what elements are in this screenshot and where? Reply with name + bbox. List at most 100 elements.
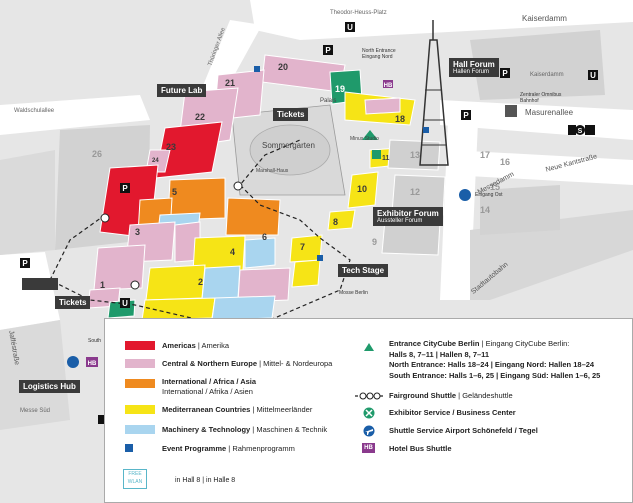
svg-text:12: 12 — [410, 187, 420, 197]
svg-text:4: 4 — [230, 247, 235, 257]
legend-swatch-central-europe — [125, 359, 155, 368]
svg-text:2: 2 — [198, 277, 203, 287]
legend-mediterranean: Mediterranean Countries | Mittelmeerländ… — [162, 405, 313, 414]
logistics-hub-tag: Logistics Hub — [19, 380, 80, 393]
svg-text:1: 1 — [100, 280, 105, 290]
street-kaiserdamm: Kaiserdamm — [522, 14, 567, 23]
legend-exhibitor-service: Exhibitor Service / Business Center — [389, 408, 516, 417]
event-programme-marker — [254, 66, 260, 72]
svg-text:19: 19 — [335, 84, 345, 94]
entrance-arrow-legend-icon — [363, 341, 375, 355]
parking-icon: P — [120, 183, 130, 193]
svg-text:HB: HB — [88, 361, 97, 367]
svg-text:10: 10 — [357, 184, 367, 194]
svg-text:9: 9 — [372, 237, 377, 247]
svg-text:U: U — [347, 23, 353, 32]
svg-text:P: P — [463, 111, 469, 120]
street-theodor-heuss: Theodor-Heuss-Platz — [330, 10, 387, 16]
svg-text:11: 11 — [382, 155, 390, 162]
svg-text:HB: HB — [384, 83, 393, 89]
legend-central-europe: Central & Northern Europe | Mittel- & No… — [162, 359, 333, 368]
hotel-bus-shuttle-legend-icon: HB — [362, 443, 375, 453]
wlan-icon: FREE WLAN — [123, 469, 147, 489]
exhibitor-forum-title: Exhibitor Forum — [377, 209, 439, 218]
entrance-arrow-icon — [362, 130, 378, 140]
svg-text:S: S — [578, 128, 583, 135]
hall-forum-tag: Hall Forum Hallen Forum — [449, 58, 499, 77]
east-entrance-label: Eingang Ost — [475, 192, 503, 198]
exhibitor-service-icon — [372, 150, 381, 159]
svg-text:26: 26 — [92, 149, 102, 159]
parking-icon: P — [461, 110, 471, 120]
event-programme-marker — [423, 127, 429, 133]
ubahn-icon: U — [345, 22, 355, 32]
exhibitor-forum-subtitle: Aussteller Forum — [377, 218, 423, 224]
airport-shuttle-icon — [459, 189, 471, 201]
zentraler-omnibus-label: Zentraler Omnibus Bahnhof — [520, 92, 562, 104]
hall-forum-title: Hall Forum — [453, 60, 495, 69]
entrance-arrow-icon — [110, 306, 126, 316]
svg-text:23: 23 — [166, 142, 176, 152]
parking-icon: P — [500, 68, 510, 78]
bus-station-icon — [505, 105, 517, 117]
tickets-tag-top: Tickets — [273, 108, 309, 121]
palais-label: Palais — [320, 98, 337, 104]
station-messe-sued: Messe Süd — [20, 408, 51, 414]
parking-icon: P — [20, 258, 30, 268]
legend-airport-shuttle: Shuttle Service Airport Schönefeld / Teg… — [389, 426, 538, 435]
svg-text:P: P — [325, 46, 331, 55]
exhibitor-forum-tag: Exhibitor Forum Aussteller Forum — [373, 207, 443, 226]
parking-icon: P — [323, 45, 333, 55]
svg-text:21: 21 — [225, 78, 235, 88]
fairground-shuttle-route — [49, 139, 351, 321]
legend-swatch-international — [125, 379, 155, 388]
svg-text:15: 15 — [490, 182, 500, 192]
legend-event-programme: Event Programme | Rahmenprogramm — [162, 444, 295, 453]
shuttle-stop-b — [233, 181, 243, 191]
svg-text:8: 8 — [333, 217, 338, 227]
svg-text:P: P — [502, 69, 508, 78]
hotel-bus-shuttle-icon: HB — [383, 80, 393, 89]
street-masurenallee: Masurenallee — [525, 108, 574, 117]
exhibitor-service-legend-icon — [363, 407, 375, 421]
legend-hotel-bus-shuttle: Hotel Bus Shuttle — [389, 444, 452, 453]
svg-text:22: 22 — [195, 112, 205, 122]
tech-stage-tag: Tech Stage — [338, 264, 389, 277]
legend-wlan: in Hall 8 | in Halle 8 — [175, 477, 236, 484]
ubahn-icon: U — [588, 70, 598, 80]
svg-text:13: 13 — [410, 150, 420, 160]
svg-text:14: 14 — [480, 205, 490, 215]
kantstrasse-road — [450, 150, 633, 185]
legend-americas: Americas | Amerika — [162, 341, 229, 350]
svg-text:24: 24 — [152, 158, 159, 164]
map-legend: Americas | Amerika Central & Northern Eu… — [104, 318, 633, 503]
legend-swatch-americas — [125, 341, 155, 350]
hall-forum-subtitle: Hallen Forum — [453, 69, 490, 75]
north-entrance-subtitle: Eingang Nord — [362, 54, 393, 60]
shuttle-stop-a — [130, 280, 140, 290]
svg-text:P: P — [122, 184, 128, 193]
svg-text:6: 6 — [262, 232, 267, 242]
fairground-shuttle-legend-icon — [355, 391, 385, 403]
future-lab-tag: Future Lab — [157, 84, 207, 97]
airport-shuttle-icon — [67, 356, 79, 368]
legend-entrance-citycube: Entrance CityCube Berlin | Eingang CityC… — [389, 339, 601, 380]
minus-studio-label: Minus Studio — [350, 136, 379, 142]
north-entrance-label: North Entrance Eingang Nord — [362, 48, 396, 60]
waldschulallee-road — [0, 95, 150, 135]
legend-swatch-mediterranean — [125, 405, 155, 414]
south-entrance-label: South — [88, 338, 102, 344]
svg-text:20: 20 — [278, 62, 288, 72]
sommergarten-label: Sommergarten — [262, 141, 315, 150]
svg-text:U: U — [590, 71, 596, 80]
messedamm-road — [440, 120, 478, 300]
svg-text:18: 18 — [395, 114, 405, 124]
svg-text:U: U — [122, 299, 128, 308]
legend-swatch-event-programme — [125, 444, 133, 452]
thueringer-road — [195, 20, 262, 110]
mosse-berlin-label: Mosse Berlin — [339, 290, 368, 296]
svg-text:17: 17 — [480, 150, 490, 160]
svg-text:7: 7 — [300, 242, 305, 252]
